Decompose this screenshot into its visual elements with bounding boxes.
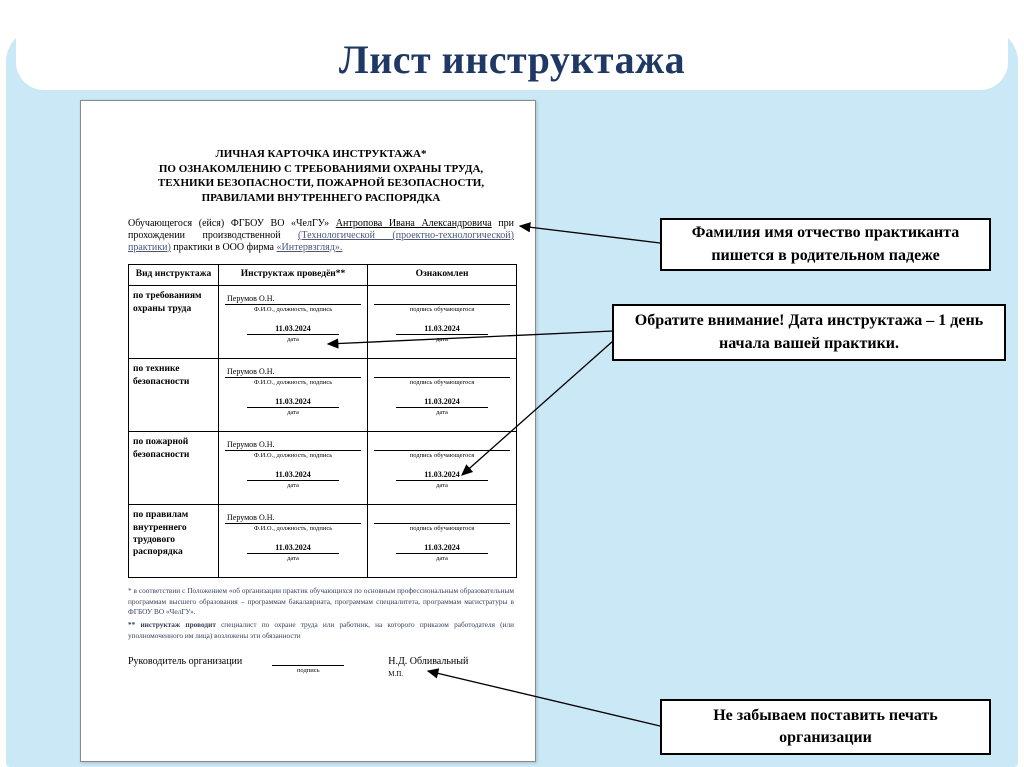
table-row: по правилам внутреннего трудового распор… [128,504,517,579]
footnote-1: * в соответствии с Положением «об органи… [128,586,514,617]
signature-caption: подпись [296,667,320,675]
row-label: по пожарной безопасности [128,431,219,506]
acknowledged-date: 11.03.2024 [395,323,489,336]
student-sign-caption: подпись обучающегося [409,525,475,533]
date-caption: дата [287,336,299,344]
student-sign-caption: подпись обучающегося [409,379,475,387]
signature-line-block: подпись [272,656,345,675]
signature-row: Руководитель организации подпись Н.Д. Об… [128,656,514,678]
conducted-cell: Перумов О.Н. Ф.И.О., должность, подпись … [218,358,368,433]
instructor-name: Перумов О.Н. [225,512,361,525]
signature-line [272,656,345,667]
fio-caption: Ф.И.О., должность, подпись [253,379,333,387]
conducted-cell: Перумов О.Н. Ф.И.О., должность, подпись … [218,504,368,579]
footnote-2-lead: ** инструктаж проводит [128,620,216,630]
fio-caption: Ф.И.О., должность, подпись [253,525,333,533]
header-conducted: Инструктаж проведён** [218,264,368,287]
practice-type: (Технологической (проектно-технологическ… [128,229,514,253]
conducted-date: 11.03.2024 [246,542,340,555]
student-signature-line [374,366,510,379]
header-acknowledged: Ознакомлен [367,264,517,287]
footnote-2-rest: специалист по охране труда или работник,… [128,620,514,640]
date-caption: дата [436,555,448,563]
head-name-block: Н.Д. Обливальный М.П. [388,656,468,678]
student-sign-caption: подпись обучающегося [409,452,475,460]
callout-date-note: Обратите внимание! Дата инструктажа – 1 … [612,304,1006,361]
slide-title: Лист инструктажа [338,37,686,82]
document-sheet: ЛИЧНАЯ КАРТОЧКА ИНСТРУКТАЖА* ПО ОЗНАКОМЛ… [80,100,536,762]
student-signature-line [374,512,510,525]
stamp-place-label: М.П. [388,670,404,679]
conducted-date: 11.03.2024 [246,396,340,409]
fio-caption: Ф.И.О., должность, подпись [253,452,333,460]
title-plate [16,0,1008,90]
document-title-line: ПО ОЗНАКОМЛЕНИЮ С ТРЕБОВАНИЯМИ ОХРАНЫ ТР… [158,162,484,175]
acknowledged-date: 11.03.2024 [395,396,489,409]
fio-caption: Ф.И.О., должность, подпись [253,306,333,314]
intro-middle: при прохождении производственной [128,218,515,241]
intro-lead: Обучающегося (ейся) ФГБОУ ВО «ЧелГУ» [128,218,336,230]
table-row: по требованиям охраны труда Перумов О.Н.… [128,285,517,360]
date-caption: дата [436,482,448,490]
instructor-name: Перумов О.Н. [225,366,361,379]
instructor-name: Перумов О.Н. [225,439,361,452]
head-of-organization-label: Руководитель организации [128,656,243,668]
row-label: по требованиям охраны труда [128,285,219,360]
table-row: по пожарной безопасности Перумов О.Н. Ф.… [128,431,517,506]
table-row: по технике безопасности Перумов О.Н. Ф.И… [128,358,517,433]
date-caption: дата [436,336,448,344]
conducted-cell: Перумов О.Н. Ф.И.О., должность, подпись … [218,431,368,506]
student-sign-caption: подпись обучающегося [409,306,475,314]
date-caption: дата [436,409,448,417]
document-title-line: ЛИЧНАЯ КАРТОЧКА ИНСТРУКТАЖА* [215,148,427,160]
student-signature-line [374,439,510,452]
conducted-date: 11.03.2024 [246,323,340,336]
acknowledged-date: 11.03.2024 [395,469,489,482]
date-caption: дата [287,555,299,563]
footnotes: * в соответствии с Положением «об органи… [128,586,514,641]
callout-stamp-note: Не забываем поставить печать организации [660,699,991,755]
document-title-line: ТЕХНИКИ БЕЗОПАСНОСТИ, ПОЖАРНОЙ БЕЗОПАСНО… [157,177,485,190]
footnote-2: ** инструктаж проводит специалист по охр… [128,620,514,641]
conducted-date: 11.03.2024 [246,469,340,482]
date-caption: дата [287,409,299,417]
organization-name: «Интервзгляд». [276,241,343,253]
student-name: Антропова Ивана Александровича [335,218,492,230]
acknowledged-cell: подпись обучающегося 11.03.2024 дата [367,431,517,506]
acknowledged-date: 11.03.2024 [395,542,489,555]
instruction-table: Вид инструктажа Инструктаж проведён** Оз… [128,264,517,579]
callout-name-note: Фамилия имя отчество практиканта пишется… [660,218,991,271]
row-label: по правилам внутреннего трудового распор… [128,504,219,579]
date-caption: дата [287,482,299,490]
head-name: Н.Д. Обливальный [388,656,469,668]
table-header-row: Вид инструктажа Инструктаж проведён** Оз… [128,264,517,287]
row-label: по технике безопасности [128,358,219,433]
header-instruction-type: Вид инструктажа [128,264,219,287]
document-title: ЛИЧНАЯ КАРТОЧКА ИНСТРУКТАЖА* ПО ОЗНАКОМЛ… [128,147,514,205]
intro-tail: практики в ООО фирма [170,241,277,253]
acknowledged-cell: подпись обучающегося 11.03.2024 дата [367,358,517,433]
instructor-name: Перумов О.Н. [225,293,361,306]
student-signature-line [374,293,510,306]
document-title-line: ПРАВИЛАМИ ВНУТРЕННЕГО РАСПОРЯДКА [201,191,441,204]
intro-paragraph: Обучающегося (ейся) ФГБОУ ВО «ЧелГУ» Ант… [128,218,514,253]
acknowledged-cell: подпись обучающегося 11.03.2024 дата [367,285,517,360]
acknowledged-cell: подпись обучающегося 11.03.2024 дата [367,504,517,579]
conducted-cell: Перумов О.Н. Ф.И.О., должность, подпись … [218,285,368,360]
